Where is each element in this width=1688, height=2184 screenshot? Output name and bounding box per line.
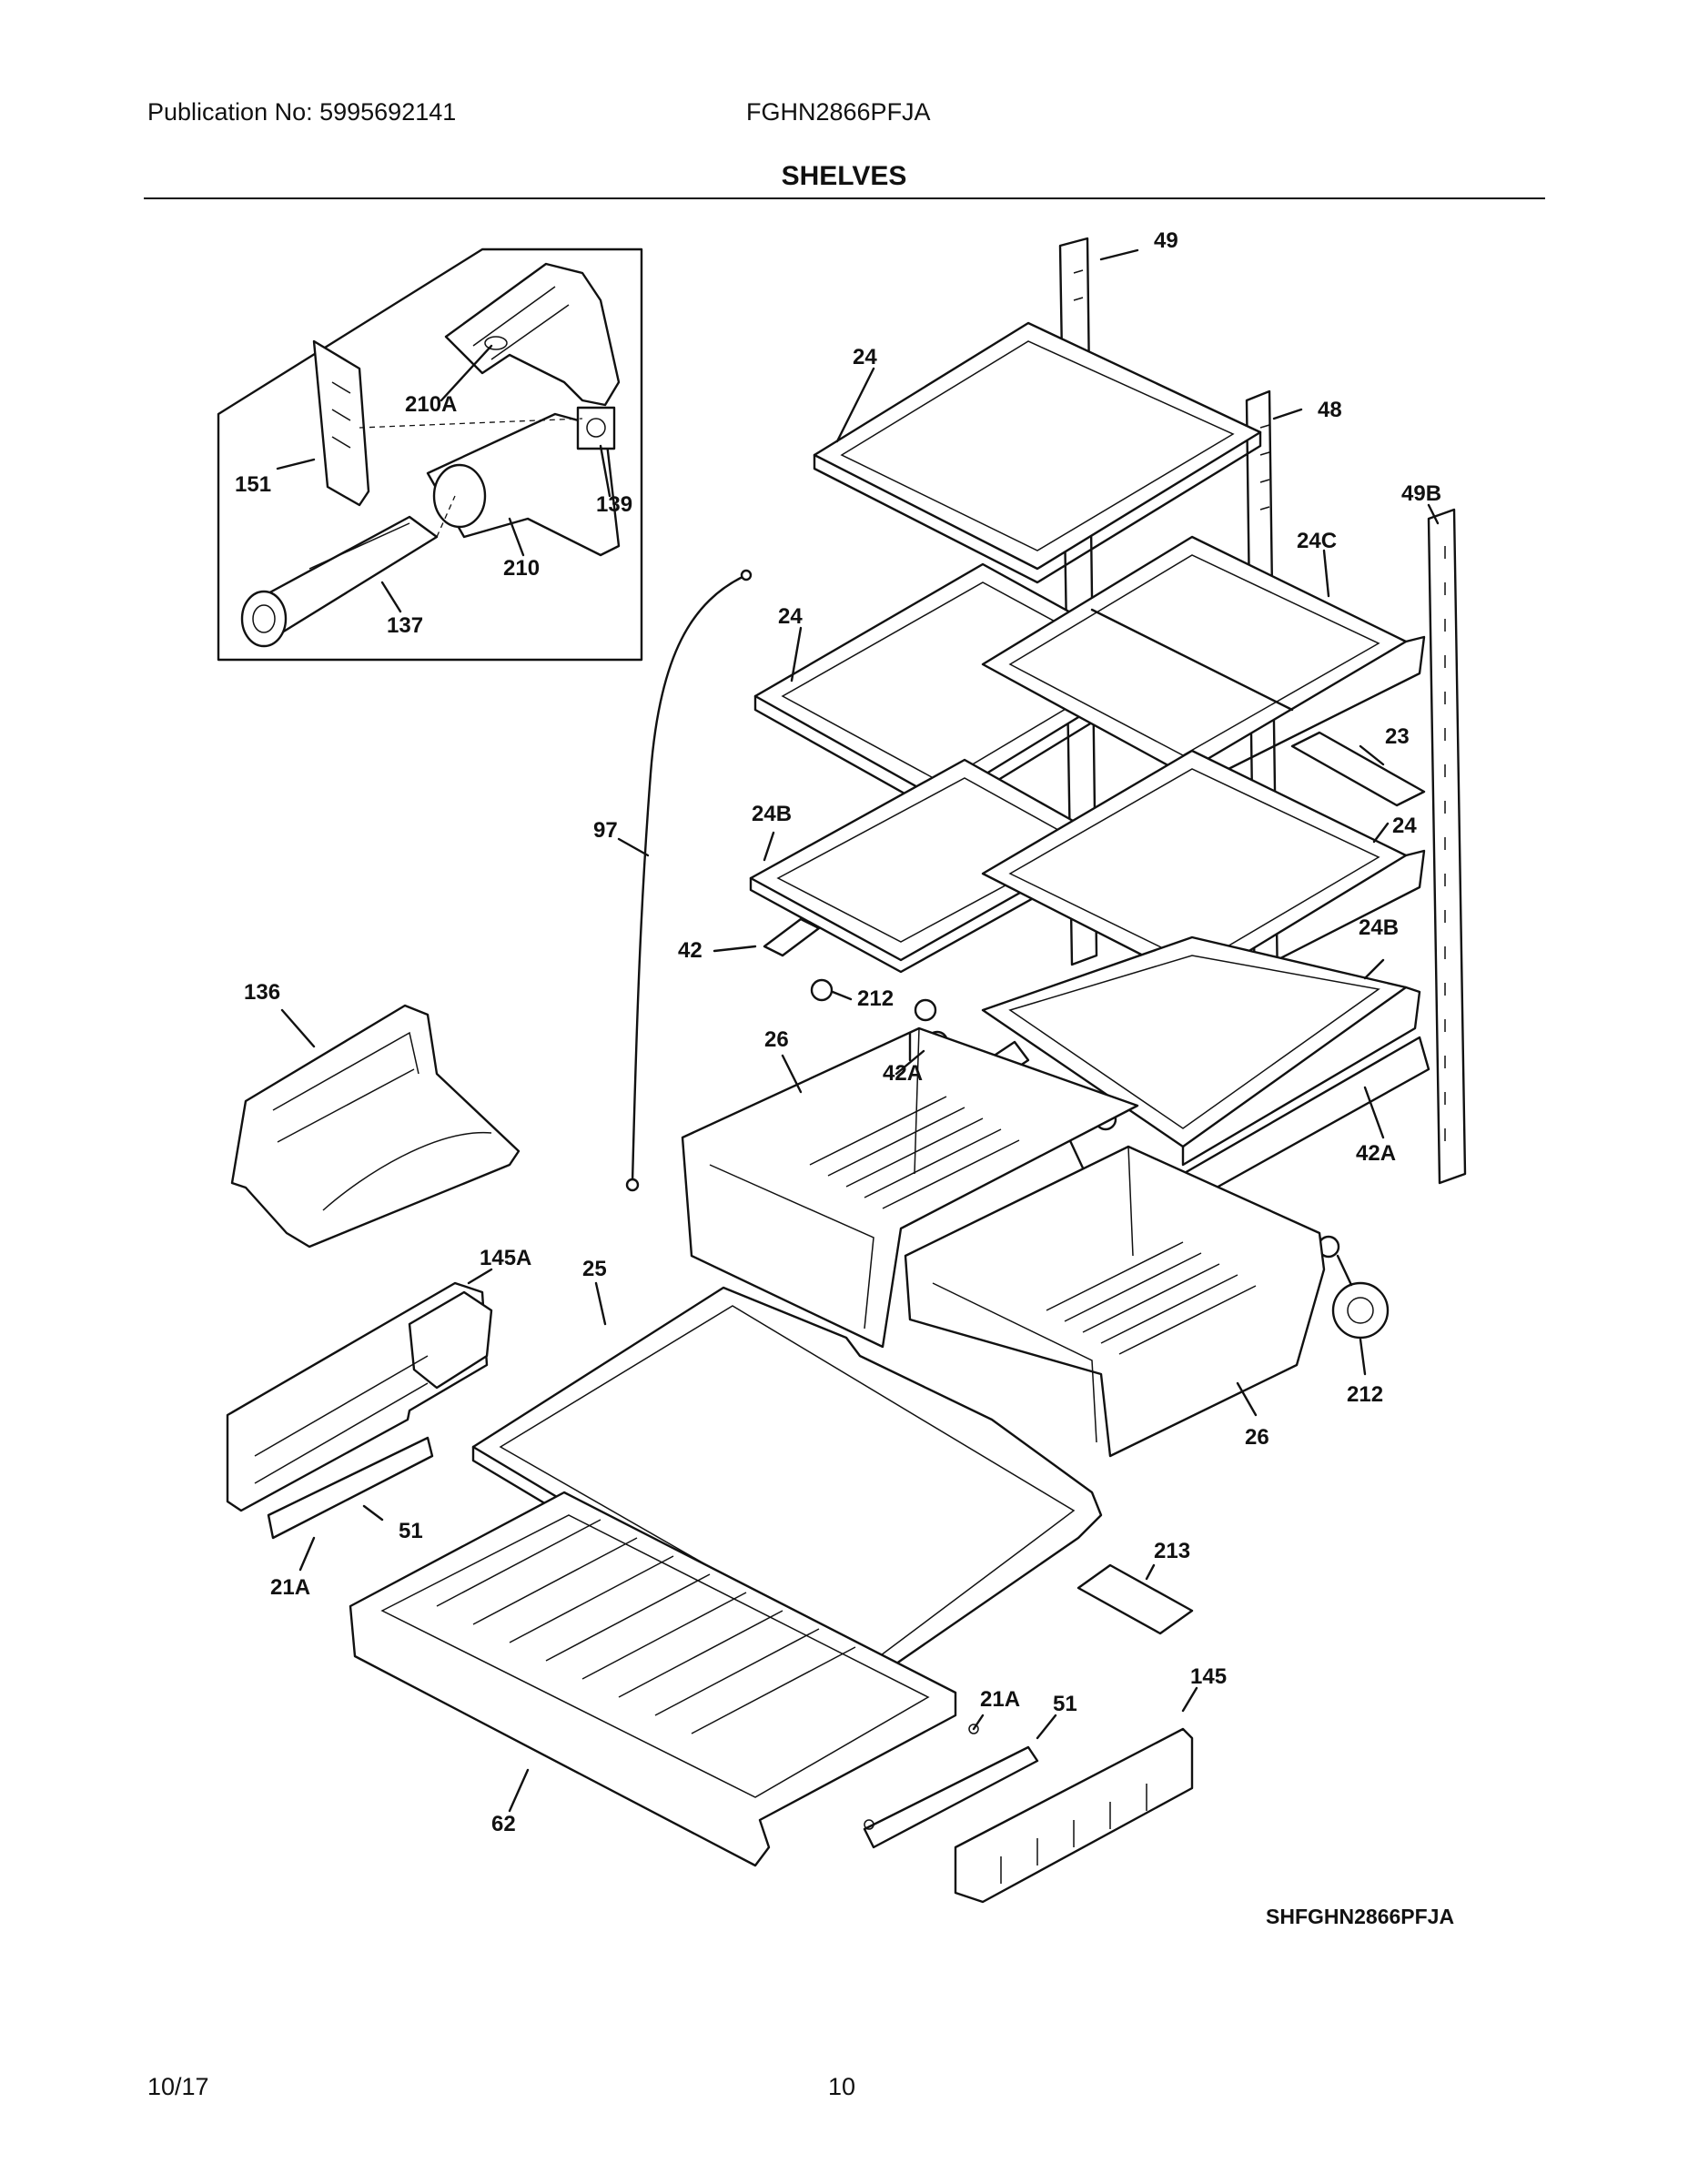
callout-24-top: 24 — [853, 345, 877, 369]
callout-139: 139 — [596, 492, 632, 517]
callout-51-left: 51 — [399, 1519, 423, 1543]
callout-49b: 49B — [1401, 481, 1441, 506]
callout-97: 97 — [593, 818, 618, 843]
callout-212-a: 212 — [857, 986, 894, 1011]
water-tube: 97 — [593, 569, 753, 1192]
callout-210a: 210A — [405, 392, 457, 417]
right-drawer-glide: 145 21A 51 213 — [863, 1539, 1227, 1904]
callout-62: 62 — [491, 1812, 516, 1836]
diagram-code: SHFGHN2866PFJA — [1266, 1905, 1455, 1928]
callout-137: 137 — [387, 613, 423, 638]
page-title: SHELVES — [781, 161, 907, 191]
callout-21a-left: 21A — [270, 1575, 310, 1600]
callout-210: 210 — [503, 556, 540, 581]
callout-48: 48 — [1318, 398, 1342, 422]
callout-212-c: 212 — [1347, 1382, 1383, 1407]
callout-51-right: 51 — [1053, 1692, 1077, 1716]
water-filter-inset: 151 210A 139 210 137 — [217, 248, 643, 662]
callout-24c: 24C — [1297, 529, 1337, 553]
drawer-handle: 136 — [230, 980, 521, 1249]
callout-24-mid: 24 — [778, 604, 803, 629]
callout-24b-left: 24B — [752, 802, 792, 826]
callout-26-left: 26 — [764, 1027, 789, 1052]
callout-42-left: 42 — [678, 938, 702, 963]
publication-number: Publication No: 5995692141 — [147, 98, 457, 126]
left-drawer-glide: 145A 51 21A — [226, 1246, 531, 1600]
callout-136: 136 — [244, 980, 280, 1005]
callout-145: 145 — [1190, 1664, 1227, 1689]
callout-145a: 145A — [480, 1246, 531, 1270]
callout-151: 151 — [235, 472, 271, 497]
callout-42a-right: 42A — [1356, 1141, 1396, 1166]
callout-21a-right: 21A — [980, 1687, 1020, 1712]
callout-25: 25 — [582, 1257, 607, 1281]
callout-24-right: 24 — [1392, 814, 1417, 838]
callout-26-right: 26 — [1245, 1425, 1269, 1450]
callout-42a-left: 42A — [883, 1061, 923, 1086]
callout-213: 213 — [1154, 1539, 1190, 1563]
page-number: 10 — [828, 2073, 856, 2100]
glass-shelves: 24 24 24C 23 24B 24 24B 42 42 42A — [678, 321, 1430, 1203]
callout-24b-right: 24B — [1359, 915, 1399, 940]
callout-49: 49 — [1154, 228, 1178, 253]
header-rule — [144, 197, 1545, 199]
crisper-drawers: 26 26 42A — [681, 1026, 1326, 1458]
callout-23: 23 — [1385, 724, 1410, 749]
revision-date: 10/17 — [147, 2073, 209, 2100]
deli-pan-62: 62 — [349, 1491, 957, 1867]
model-number: FGHN2866PFJA — [746, 98, 931, 126]
